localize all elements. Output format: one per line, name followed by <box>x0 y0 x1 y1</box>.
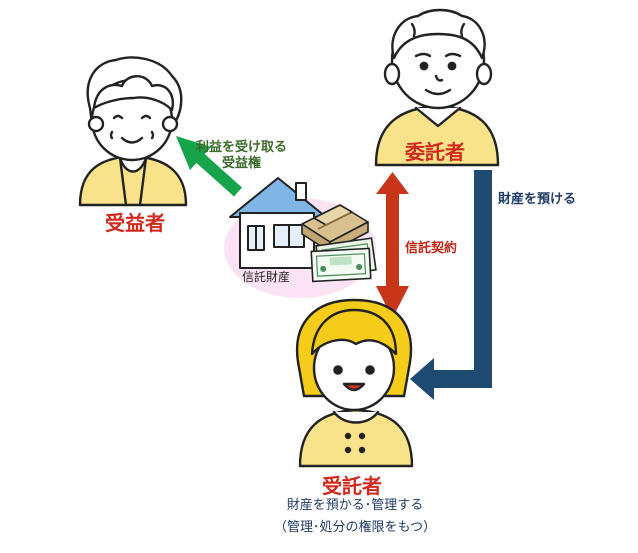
settlor-label: 委託者 <box>405 140 465 164</box>
entrust-property-arrow <box>410 170 492 400</box>
beneficial-right-line2: 受益権 <box>222 156 262 171</box>
trustee-description: 財産を預かる･管理する （管理･処分の権限をもつ） <box>0 494 638 535</box>
beneficial-right-label: 利益を受け取る 受益権 <box>196 140 287 172</box>
entrust-property-label: 財産を預ける <box>498 192 577 207</box>
trust-contract-label: 信託契約 <box>405 241 458 256</box>
trustee-description-line2: （管理･処分の権限をもつ） <box>274 520 436 535</box>
trust-property-label: 信託財産 <box>242 270 291 284</box>
elderly-man-icon <box>374 8 500 167</box>
beneficiary-label: 受益者 <box>105 211 165 235</box>
stock-certificate-icon <box>310 237 377 283</box>
young-woman-icon <box>295 298 414 468</box>
trust-contract-arrow <box>376 172 409 318</box>
beneficial-right-line1: 利益を受け取る <box>196 140 288 155</box>
elderly-woman-icon <box>78 56 188 207</box>
trustee-label: 受託者 <box>322 474 382 498</box>
trustee-description-line1: 財産を預かる･管理する <box>286 498 424 513</box>
beneficial-right-arrow <box>176 136 243 197</box>
trust-property-group <box>224 177 377 298</box>
house-icon <box>229 177 327 269</box>
